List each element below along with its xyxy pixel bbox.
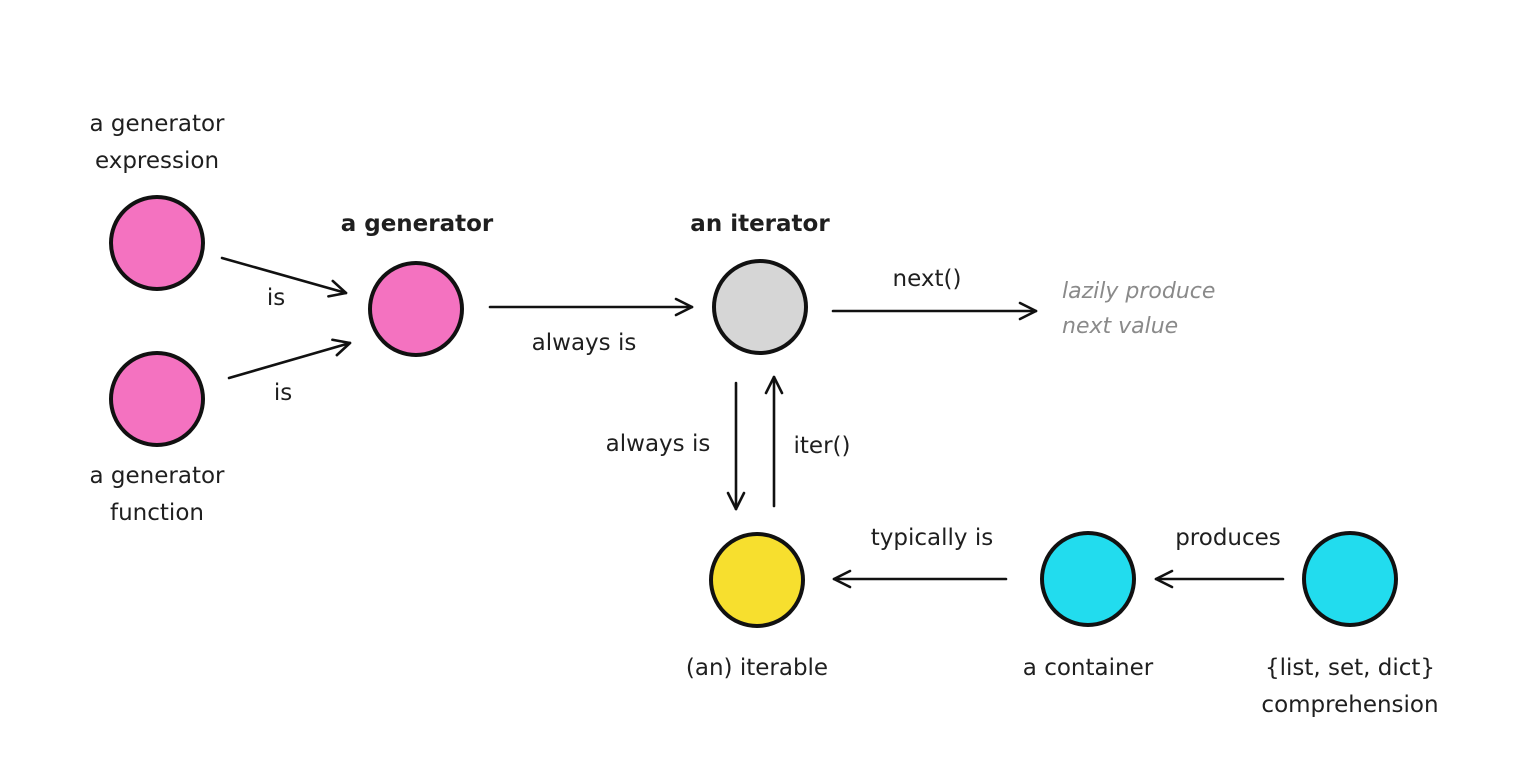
- next-result-line2: next value: [1062, 314, 1179, 340]
- node-iterator: [712, 259, 808, 355]
- label-comprehension-line2: comprehension: [1261, 691, 1439, 718]
- edge-label-typically-is: typically is: [870, 525, 994, 551]
- label-iterable: (an) iterable: [685, 655, 829, 681]
- edge-label-iterator-always-is: always is: [605, 431, 711, 457]
- nodes: [109, 195, 1398, 628]
- node-container: [1040, 531, 1136, 627]
- edge-label-function-is: is: [273, 380, 293, 406]
- label-generator: a generator: [340, 211, 494, 237]
- edge-label-produces: produces: [1175, 525, 1281, 551]
- node-iterable: [709, 532, 805, 628]
- edge-label-iterator-next: next(): [892, 266, 962, 292]
- node-generator-function: [109, 351, 205, 447]
- edge-function-to-generator: [227, 338, 352, 380]
- edge-label-expression-is: is: [266, 285, 286, 311]
- node-generator: [368, 261, 464, 357]
- node-generator-expression: [109, 195, 205, 291]
- label-iterator: an iterator: [690, 211, 830, 237]
- label-generator-function-line1: a generator: [89, 463, 225, 489]
- label-generator-expression-line1: a generator: [89, 111, 225, 137]
- label-generator-function-line2: function: [110, 499, 204, 526]
- label-comprehension: {list, set, dict} comprehension: [1261, 650, 1438, 724]
- edge-label-iter: iter(): [793, 433, 851, 459]
- next-result-line1: lazily produce: [1062, 279, 1216, 304]
- next-result-note: lazily produce next value: [1062, 274, 1215, 344]
- label-generator-expression: a generator expression: [90, 106, 225, 180]
- edge-label-generator-always-is: always is: [531, 330, 637, 356]
- edge-expression-to-generator: [220, 256, 348, 298]
- label-container: a container: [1022, 655, 1154, 681]
- label-generator-function: a generator function: [90, 458, 225, 532]
- label-generator-expression-line2: expression: [94, 147, 220, 174]
- node-comprehension: [1302, 531, 1398, 627]
- edges: [220, 256, 1285, 589]
- label-comprehension-line1: {list, set, dict}: [1264, 655, 1436, 681]
